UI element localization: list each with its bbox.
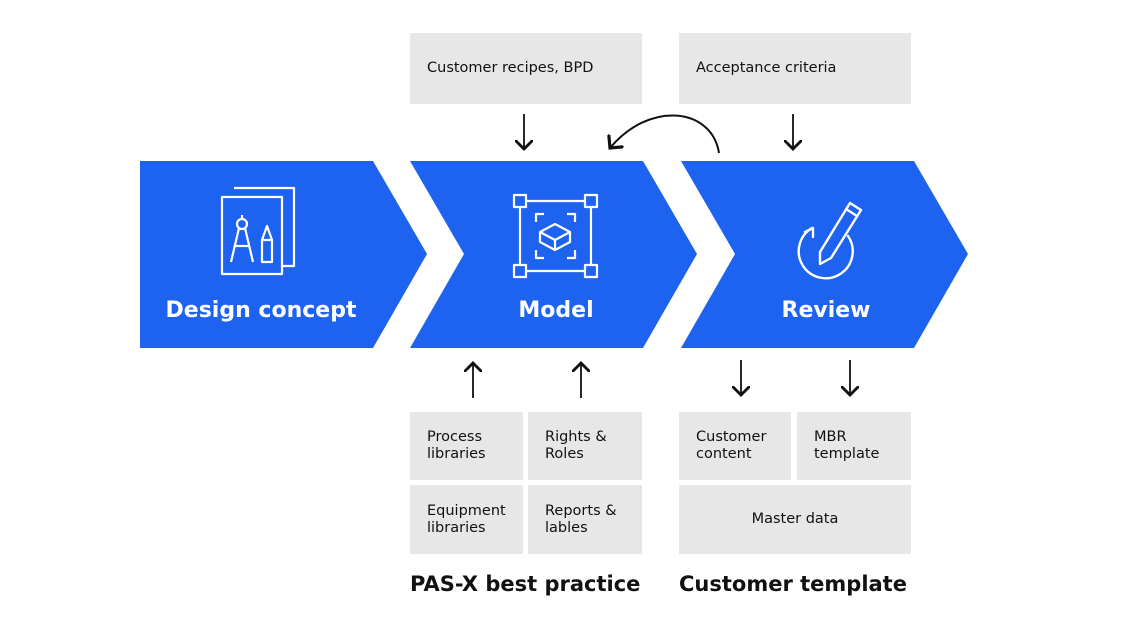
input-label: Acceptance criteria <box>696 60 837 76</box>
pasx-box-reports-lables: Reports & lables <box>528 485 642 554</box>
pasx-box-rights-roles: Rights & Roles <box>528 412 642 480</box>
input-label: Customer recipes, BPD <box>427 60 594 76</box>
input-box-acceptance-criteria: Acceptance criteria <box>679 33 911 104</box>
pasx-item-label: Reports & lables <box>545 502 617 536</box>
chevron-model <box>410 161 697 348</box>
stage-label-review: Review <box>782 298 871 323</box>
pasx-heading: PAS-X best practice <box>410 572 641 596</box>
3d-cube-frame-icon <box>512 193 599 279</box>
template-item-label: MBR template <box>814 429 880 462</box>
pasx-box-process-libraries: Process libraries <box>410 412 523 480</box>
template-box-master-data: Master data <box>679 485 911 554</box>
pasx-item-label: Equipment libraries <box>427 502 506 536</box>
pencil-circle-arrow-icon <box>797 201 863 280</box>
stage-label-design-concept: Design concept <box>166 298 357 323</box>
pasx-box-equipment-libraries: Equipment libraries <box>410 485 523 554</box>
pasx-item-label: Process libraries <box>427 429 486 462</box>
template-box-customer-content: Customer content <box>679 412 791 480</box>
input-box-customer-recipes: Customer recipes, BPD <box>410 33 642 104</box>
template-item-label: Master data <box>751 511 839 527</box>
template-box-mbr-template: MBR template <box>797 412 911 480</box>
chevron-design-concept <box>140 161 427 348</box>
template-item-label: Customer content <box>696 429 767 462</box>
feedback-arrow <box>610 114 720 154</box>
stage-label-model: Model <box>518 298 593 323</box>
drafting-compass-pencil-icon <box>220 186 296 276</box>
chevron-review <box>681 161 968 348</box>
pasx-item-label: Rights & Roles <box>545 429 607 462</box>
template-heading: Customer template <box>679 572 907 596</box>
